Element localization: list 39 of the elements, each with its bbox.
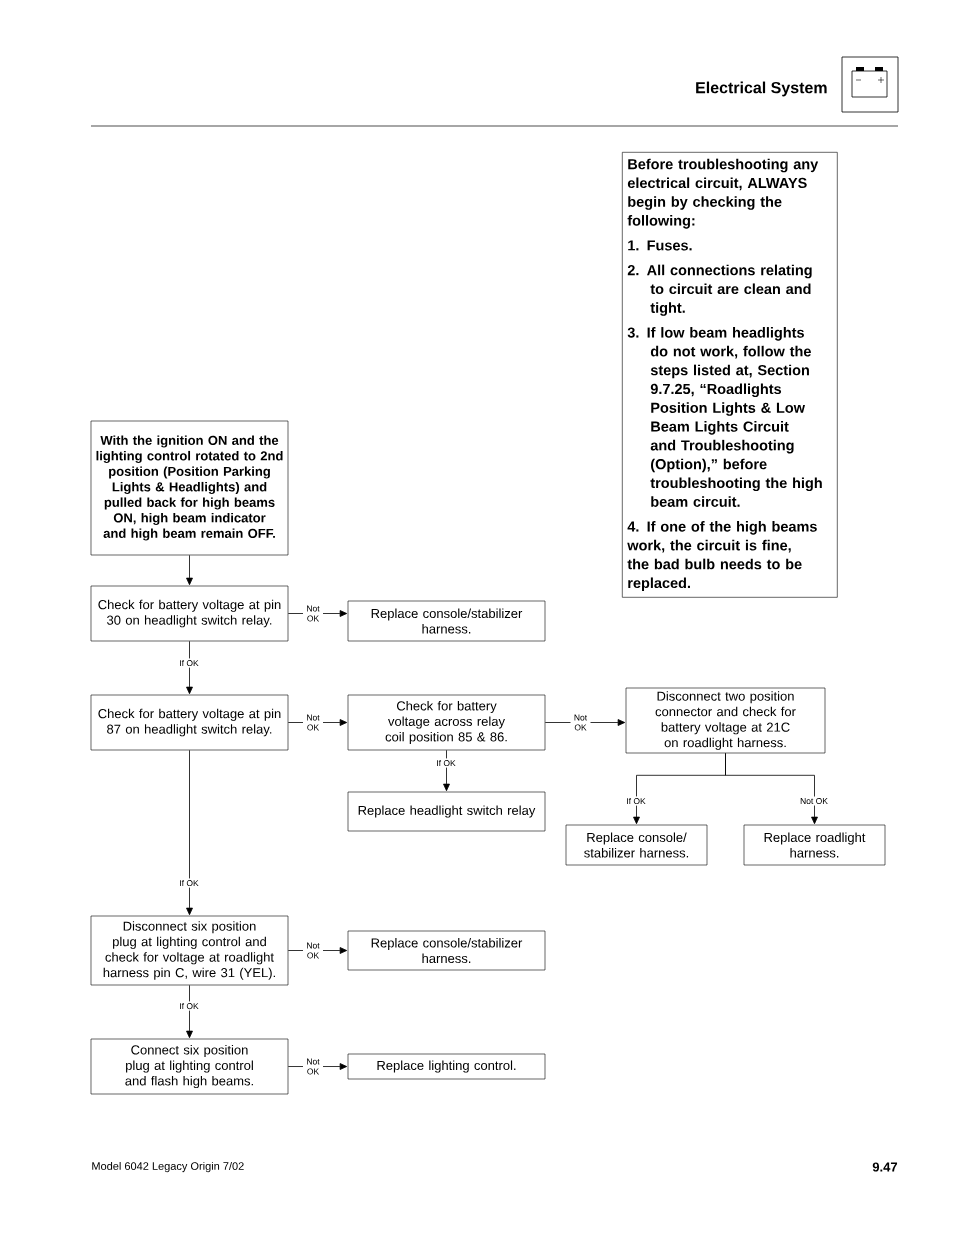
step-box: Replace console/stabilizer harness. xyxy=(347,930,546,971)
edge-label: Not OK xyxy=(303,713,323,732)
step-box: Replace roadlight harness. xyxy=(743,824,886,866)
arrow xyxy=(186,640,193,695)
arrow xyxy=(287,947,348,954)
arrow xyxy=(186,984,193,1039)
arrow xyxy=(287,610,348,617)
arrow xyxy=(287,719,348,726)
arrow xyxy=(443,749,450,792)
arrow xyxy=(725,752,818,825)
edge-label: Not OK xyxy=(303,604,323,623)
edge-label: Not OK xyxy=(798,796,830,806)
section-title: Electrical System xyxy=(696,81,827,97)
edge-label: If OK xyxy=(177,1001,201,1011)
edge-label: If OK xyxy=(177,658,201,668)
edge-label: If OK xyxy=(434,758,458,768)
note-box: Before troubleshooting any electrical circuit, ALWAYS begin by checking the following: 1. Fuses. 2. All connections relating to circuit are clean and tight. 3. If low beam headlights do not work, follow the steps listed at, Section 9.7.25, “Roadlights Position Lights & Low Beam Lights Circuit and Troubleshooting (Option),” before troubleshooting the high beam circuit. 4. If one of the high beams work, the circuit is fine, the bad bulb needs to be replaced. xyxy=(622,152,838,598)
step-box: Replace console/ stabilizer harness. xyxy=(565,824,708,866)
edge-label: Not OK xyxy=(570,713,591,732)
footer-text: Model 6042 Legacy Origin 7/02 xyxy=(92,1161,244,1173)
step-box: Disconnect two position connector and check for battery voltage at 21C on roadlight harness. xyxy=(625,687,826,754)
step-box: Disconnect six position plug at lighting control and check for voltage at roadlight harness pin C, wire 31 (YEL). xyxy=(90,915,289,986)
arrow xyxy=(544,719,626,726)
edge-label: Not OK xyxy=(303,1057,323,1076)
step-box: Check for battery voltage at pin 87 on headlight switch relay. xyxy=(90,694,289,751)
arrow xyxy=(186,554,193,586)
step-box: Check for battery voltage across relay coil position 85 & 86. xyxy=(347,694,546,751)
arrow xyxy=(287,1063,348,1070)
edge-label: If OK xyxy=(624,796,648,806)
edge-label: If OK xyxy=(177,878,201,888)
arrow xyxy=(186,749,193,916)
edge-label: Not OK xyxy=(303,941,323,960)
step-box: Replace lighting control. xyxy=(347,1053,546,1080)
step-box: Connect six position plug at lighting control and flash high beams. xyxy=(90,1038,289,1095)
page-number: 9.47 xyxy=(872,1162,898,1172)
step-box: Replace console/stabilizer harness. xyxy=(347,600,546,642)
condition-box: With the ignition ON and the lighting control rotated to 2nd position (Position Parking Lights & Headlights) and pulled back for high beams ON, high beam indicator and high beam remain OFF. xyxy=(90,420,289,556)
step-box: Replace headlight switch relay xyxy=(347,791,546,832)
step-box: Check for battery voltage at pin 30 on headlight switch relay. xyxy=(90,585,289,642)
